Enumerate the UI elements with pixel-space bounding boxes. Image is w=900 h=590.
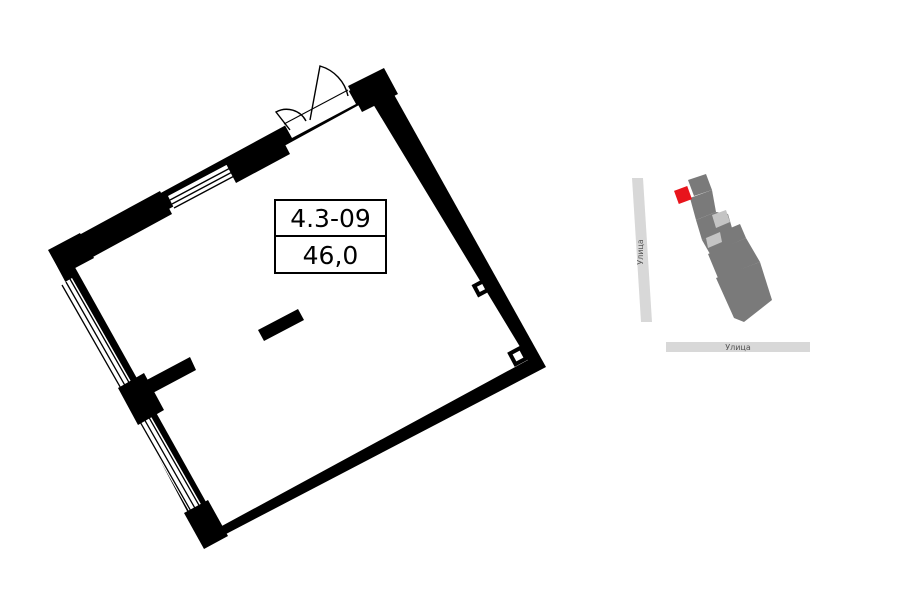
street-vertical bbox=[632, 178, 652, 322]
site-plan: Улица Улица bbox=[632, 174, 810, 352]
top-right-corner-block bbox=[348, 68, 398, 112]
unit-label-box: 4.3-09 46,0 bbox=[274, 199, 387, 274]
building-footprint bbox=[688, 174, 772, 322]
window-top-left bbox=[168, 162, 240, 212]
street-label-vertical: Улица bbox=[636, 239, 645, 265]
right-wall-niche-b-inner bbox=[512, 350, 524, 362]
unit-area: 46,0 bbox=[303, 241, 359, 270]
right-wall-niche-a-inner bbox=[476, 283, 486, 293]
street-label-horizontal: Улица bbox=[725, 343, 751, 352]
unit-number: 4.3-09 bbox=[290, 204, 371, 233]
top-wall-block-a bbox=[68, 191, 172, 264]
door-entrance bbox=[274, 65, 356, 138]
unit-floor-plan: 4.3-09 46,0 bbox=[48, 65, 546, 549]
left-wall-partition bbox=[143, 357, 196, 395]
left-wall-column bbox=[118, 373, 164, 425]
interior-column bbox=[258, 309, 304, 341]
top-wall-block-b bbox=[224, 131, 290, 183]
bottom-left-column bbox=[184, 500, 228, 549]
unit-location-marker bbox=[674, 186, 692, 204]
building-light-sections bbox=[706, 210, 730, 248]
street-horizontal bbox=[666, 342, 810, 352]
